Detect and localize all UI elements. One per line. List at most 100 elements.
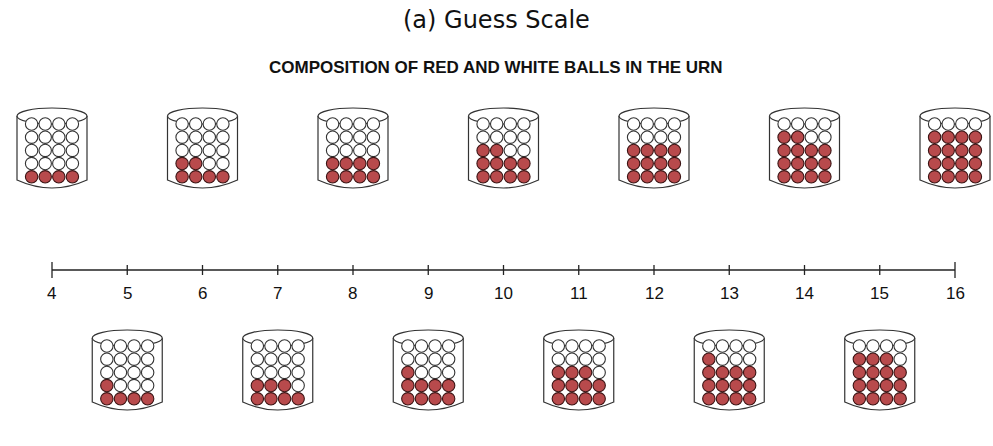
tick-label: 4 [47,284,56,304]
axis-tick [127,265,128,275]
white-ball [128,340,140,352]
red-ball [566,393,578,405]
white-ball [743,353,755,365]
red-ball [552,366,564,378]
red-ball [867,393,879,405]
axis-tick [428,265,429,275]
white-ball [956,118,968,130]
red-ball [880,366,892,378]
urn [168,108,238,188]
white-ball [716,340,728,352]
red-ball [566,366,578,378]
white-ball [340,118,352,130]
white-ball [552,353,564,365]
red-ball [491,157,503,169]
tick-label: 14 [795,284,814,304]
white-ball [442,366,454,378]
white-ball [101,366,113,378]
urn [318,108,388,188]
red-ball [819,157,831,169]
white-ball [703,340,715,352]
white-ball [53,131,65,143]
red-ball [792,157,804,169]
red-ball [190,157,202,169]
white-ball [176,144,188,156]
axis-tick [503,265,504,275]
tick-label: 8 [348,284,357,304]
white-ball [326,131,338,143]
red-ball [552,379,564,391]
white-ball [928,118,940,130]
white-ball [477,131,489,143]
white-ball [292,353,304,365]
red-ball [579,379,591,391]
white-ball [969,118,981,130]
white-ball [141,366,153,378]
red-ball [176,171,188,183]
urn-body [770,116,840,188]
red-ball [101,379,113,391]
red-ball [778,171,790,183]
white-ball [442,340,454,352]
red-ball [928,131,940,143]
white-ball [415,366,427,378]
urn-body [243,338,313,410]
urn-body [318,116,388,188]
red-ball [668,171,680,183]
white-ball [880,340,892,352]
red-ball [894,366,906,378]
urn [243,330,313,410]
scale-heading: COMPOSITION OF RED AND WHITE BALLS IN TH… [269,58,723,78]
white-ball [566,353,578,365]
red-ball [730,393,742,405]
white-ball [217,118,229,130]
white-ball [504,144,516,156]
white-ball [627,131,639,143]
white-ball [25,118,37,130]
red-ball [743,366,755,378]
tick-label: 10 [494,284,513,304]
red-ball [128,393,140,405]
white-ball [217,131,229,143]
white-ball [367,131,379,143]
white-ball [504,131,516,143]
white-ball [251,366,263,378]
red-ball [942,131,954,143]
axis-tick [729,265,730,275]
axis-tick [879,265,880,275]
red-ball [880,353,892,365]
white-ball [552,340,564,352]
urn [544,330,614,410]
red-ball [114,393,126,405]
red-ball [326,171,338,183]
red-ball [703,379,715,391]
red-ball [477,144,489,156]
white-ball [504,118,516,130]
white-ball [819,131,831,143]
white-ball [402,340,414,352]
white-ball [853,340,865,352]
urn [92,330,162,410]
white-ball [894,340,906,352]
red-ball [792,171,804,183]
white-ball [805,118,817,130]
tick-label: 12 [645,284,664,304]
white-ball [415,353,427,365]
red-ball [956,144,968,156]
white-ball [141,353,153,365]
red-ball [730,366,742,378]
white-ball [429,353,441,365]
urn-group [17,108,990,410]
white-ball [593,366,605,378]
white-ball [114,353,126,365]
white-ball [39,144,51,156]
white-ball [491,118,503,130]
red-ball [703,353,715,365]
urn [920,108,990,188]
tick-label: 6 [198,284,207,304]
white-ball [477,118,489,130]
axis-tick [51,262,52,278]
white-ball [627,118,639,130]
tick-label: 5 [123,284,132,304]
tick-label: 7 [273,284,282,304]
